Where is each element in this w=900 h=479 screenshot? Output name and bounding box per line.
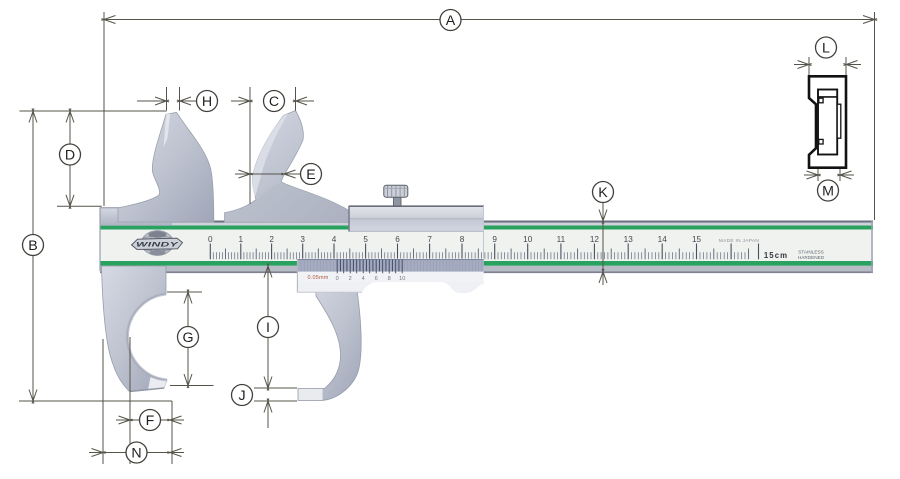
svg-text:11: 11 [557,235,566,244]
svg-text:2: 2 [269,235,274,244]
svg-text:1: 1 [239,235,244,244]
svg-text:10: 10 [399,276,405,282]
svg-text:4: 4 [362,276,365,282]
svg-text:K: K [598,185,608,201]
svg-text:14: 14 [658,235,668,244]
svg-text:0.05mm: 0.05mm [307,275,328,281]
svg-text:D: D [65,148,75,164]
svg-text:13: 13 [624,235,634,244]
svg-text:8: 8 [388,276,391,282]
svg-text:MADE IN JAPAN: MADE IN JAPAN [719,238,760,244]
svg-text:J: J [238,388,245,404]
svg-text:9: 9 [492,235,497,244]
svg-text:L: L [822,41,830,57]
svg-text:7: 7 [427,235,432,244]
svg-text:STAINLESS: STAINLESS [798,250,823,255]
svg-text:WINDY: WINDY [136,241,179,248]
svg-text:N: N [131,446,141,462]
svg-text:M: M [822,184,834,200]
svg-text:4: 4 [332,235,337,244]
svg-text:C: C [269,94,279,110]
svg-text:2: 2 [349,276,352,282]
svg-text:12: 12 [590,235,600,244]
svg-text:10: 10 [523,235,533,244]
svg-text:A: A [446,13,456,29]
svg-text:5: 5 [363,235,368,244]
svg-text:H: H [202,94,212,110]
svg-text:I: I [266,320,270,336]
svg-text:B: B [28,238,37,254]
svg-text:6: 6 [375,276,378,282]
svg-text:G: G [182,330,193,346]
svg-text:0: 0 [208,235,213,244]
svg-text:E: E [306,167,315,183]
svg-text:F: F [146,413,155,429]
svg-text:3: 3 [300,235,305,244]
svg-text:6: 6 [395,235,400,244]
svg-text:0: 0 [336,276,339,282]
svg-text:15cm: 15cm [764,251,788,260]
svg-text:15: 15 [692,235,702,244]
svg-text:8: 8 [460,235,465,244]
svg-text:HARDENED: HARDENED [798,255,825,260]
